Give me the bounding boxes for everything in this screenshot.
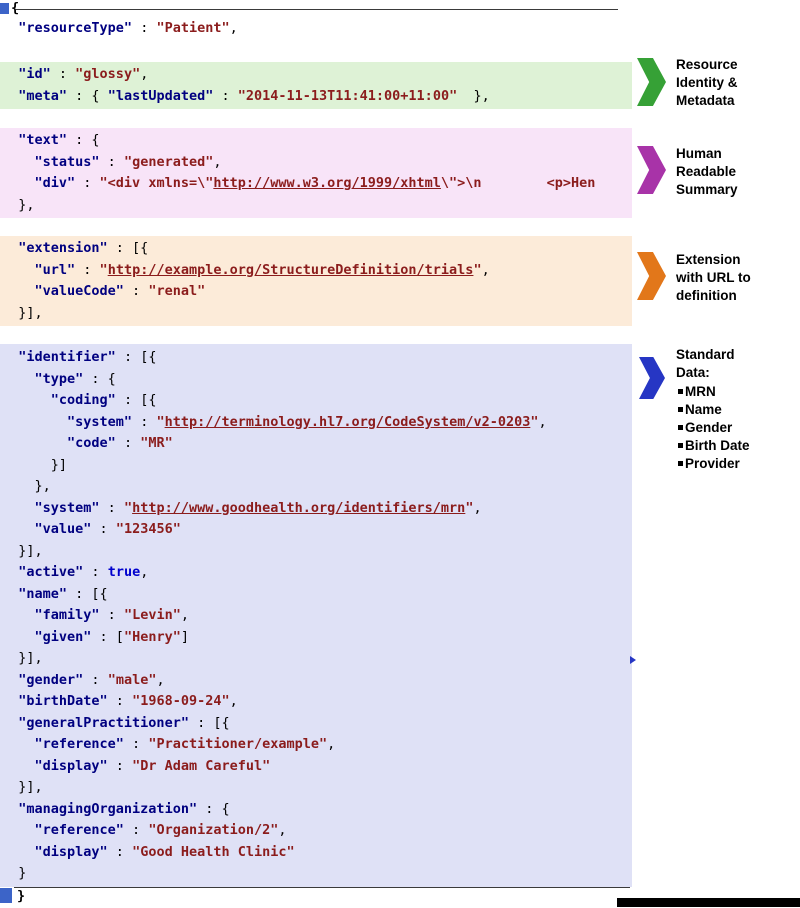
label-line: Human bbox=[676, 146, 722, 161]
code-line: "id" : "glossy", bbox=[18, 66, 149, 82]
code-line: "system" : "http://terminology.hl7.org/C… bbox=[67, 413, 547, 430]
url-link[interactable]: http://terminology.hl7.org/CodeSystem/v2… bbox=[164, 413, 531, 430]
code-line: "meta" : { "lastUpdated" : "2014-11-13T1… bbox=[18, 87, 490, 104]
code-line: "display" : "Dr Adam Careful" bbox=[34, 757, 271, 774]
close-brace-row: } bbox=[0, 888, 632, 908]
label-line: with URL to bbox=[676, 270, 751, 285]
code-line: }], bbox=[2, 779, 43, 795]
code-line: "text" : { bbox=[18, 132, 100, 148]
code-line: "type" : { bbox=[34, 370, 116, 387]
label-line: Data: bbox=[676, 365, 710, 380]
bottom-rule bbox=[14, 886, 630, 888]
label-line: definition bbox=[676, 288, 737, 303]
code-line: }] bbox=[2, 456, 68, 473]
bullet-label: MRN bbox=[685, 384, 716, 399]
code-line: "valueCode" : "renal" bbox=[34, 283, 206, 299]
code-line: }, bbox=[2, 196, 35, 213]
code-line: "generalPractitioner" : [{ bbox=[18, 714, 230, 731]
code-line: "extension" : [{ bbox=[18, 240, 149, 256]
url-link[interactable]: http://example.org/StructureDefinition/t… bbox=[107, 261, 474, 278]
human-readable-arrow-icon bbox=[637, 146, 666, 194]
code-line: "name" : [{ bbox=[18, 585, 108, 602]
bullet-label: Gender bbox=[685, 420, 733, 435]
code-line: "code" : "MR" bbox=[67, 435, 173, 451]
label-line: Standard bbox=[676, 347, 735, 362]
bullet-item: Gender bbox=[678, 419, 798, 437]
code-line: } bbox=[2, 865, 27, 881]
bullet-label: Birth Date bbox=[685, 438, 750, 453]
code-section-extension: "extension" : [{ "url" : "http://example… bbox=[0, 236, 632, 326]
code-pane: { "resourceType" : "Patient", "id" : "gl… bbox=[0, 0, 632, 908]
code-section-data: "identifier" : [{ "type" : { "coding" : … bbox=[0, 344, 632, 887]
extension-arrow-icon bbox=[637, 252, 666, 300]
code-line: "reference" : "Organization/2", bbox=[34, 822, 287, 838]
bullet-icon bbox=[678, 443, 683, 448]
open-brace-row: { bbox=[0, 0, 632, 18]
label-line: Extension bbox=[676, 252, 741, 267]
open-brace: { bbox=[11, 0, 20, 16]
selection-square-icon bbox=[0, 888, 12, 903]
selection-square-icon bbox=[0, 2, 9, 14]
label-line: Identity & bbox=[676, 75, 738, 90]
human-readable-label: Human Readable Summary bbox=[676, 145, 798, 199]
label-line: Summary bbox=[676, 182, 738, 197]
label-line: Readable bbox=[676, 164, 737, 179]
bullet-item: Birth Date bbox=[678, 437, 798, 455]
code-line: }], bbox=[2, 650, 43, 666]
code-line: }], bbox=[2, 304, 43, 321]
code-line: "given" : ["Henry"] bbox=[34, 628, 189, 645]
resource-identity-label: Resource Identity & Metadata bbox=[676, 56, 798, 110]
code-line: "display" : "Good Health Clinic" bbox=[34, 843, 295, 860]
top-rule bbox=[16, 9, 618, 10]
code-line: "managingOrganization" : { bbox=[18, 800, 230, 817]
bullet-label: Provider bbox=[685, 456, 740, 471]
bullet-icon bbox=[678, 389, 683, 394]
standard-data-arrow-icon bbox=[639, 357, 665, 399]
bullet-icon bbox=[678, 407, 683, 412]
code-section-header: "resourceType" : "Patient", bbox=[0, 18, 632, 40]
code-line: }], bbox=[2, 542, 43, 559]
code-line: "url" : "http://example.org/StructureDef… bbox=[34, 261, 490, 278]
bullet-label: Name bbox=[685, 402, 722, 417]
url-link[interactable]: http://www.goodhealth.org/identifiers/mr… bbox=[132, 499, 466, 516]
code-line: "resourceType" : "Patient", bbox=[18, 20, 238, 36]
bottom-black-bar bbox=[617, 898, 800, 907]
code-line: "status" : "generated", bbox=[34, 153, 222, 170]
bullet-item: Name bbox=[678, 401, 798, 419]
code-line: }, bbox=[2, 478, 51, 494]
bullet-icon bbox=[678, 425, 683, 430]
code-line: "active" : true, bbox=[18, 564, 149, 580]
code-line: "system" : "http://www.goodhealth.org/id… bbox=[34, 499, 482, 516]
bullet-item: Provider bbox=[678, 455, 798, 473]
code-line: "coding" : [{ bbox=[50, 392, 157, 408]
code-line: "gender" : "male", bbox=[18, 671, 165, 688]
code-line: "reference" : "Practitioner/example", bbox=[34, 736, 336, 752]
bullet-item: MRN bbox=[678, 383, 798, 401]
code-section-identity: "id" : "glossy", "meta" : { "lastUpdated… bbox=[0, 62, 632, 109]
code-line: "family" : "Levin", bbox=[34, 607, 189, 623]
code-section-narrative: "text" : { "status" : "generated", "div"… bbox=[0, 128, 632, 218]
bullet-icon bbox=[678, 461, 683, 466]
code-line: "div" : "<div xmlns=\"http://www.w3.org/… bbox=[34, 175, 596, 191]
code-line: "value" : "123456" bbox=[34, 521, 181, 537]
close-brace: } bbox=[17, 887, 26, 904]
small-chevron-icon bbox=[630, 656, 636, 664]
resource-identity-arrow-icon bbox=[637, 58, 666, 106]
code-line: "identifier" : [{ bbox=[18, 349, 157, 365]
extension-label: Extension with URL to definition bbox=[676, 251, 798, 305]
label-line: Metadata bbox=[676, 93, 735, 108]
standard-data-bullets: MRN Name Gender Birth Date Provider bbox=[678, 383, 798, 473]
url-link[interactable]: http://www.w3.org/1999/xhtml bbox=[213, 175, 441, 191]
code-line: "birthDate" : "1968-09-24", bbox=[18, 693, 238, 709]
code-body: "resourceType" : "Patient", "id" : "glos… bbox=[0, 18, 632, 887]
label-line: Resource bbox=[676, 57, 738, 72]
standard-data-label: Standard Data: bbox=[676, 346, 798, 382]
